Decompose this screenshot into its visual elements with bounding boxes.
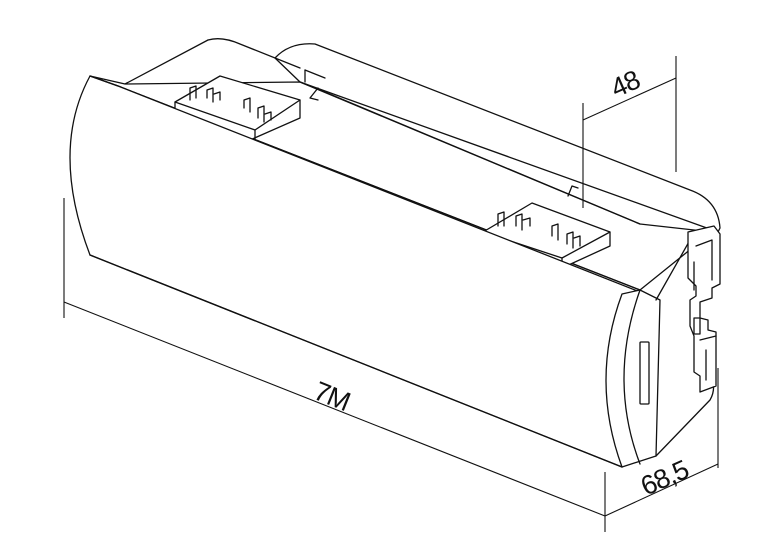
- clip-notch: [693, 317, 701, 335]
- right-end-cap: [605, 231, 715, 468]
- dimension-depth-label: 48: [606, 65, 644, 104]
- din-rail-clip: [687, 225, 721, 393]
- rear-housing: [124, 38, 721, 233]
- dimension-width-label: 7M: [310, 376, 354, 417]
- dimension-height-label: 68,5: [636, 454, 693, 501]
- end-cap-slot: [639, 341, 650, 405]
